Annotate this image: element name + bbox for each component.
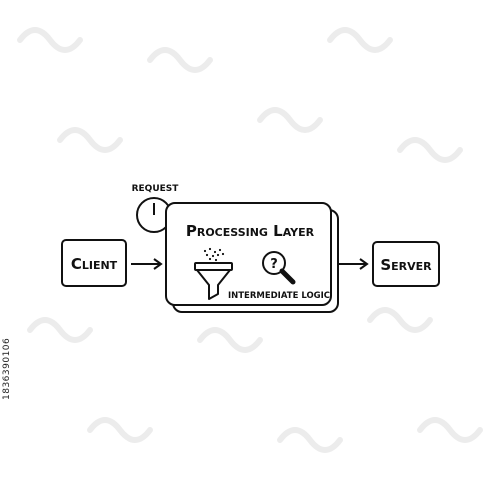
arrow-processing-to-server bbox=[338, 258, 369, 270]
server-node: Server bbox=[372, 241, 440, 287]
intermediate-logic-label: INTERMEDIATE LOGIC bbox=[228, 291, 330, 301]
processing-title: Processing Layer bbox=[186, 222, 315, 240]
magnifier-question-icon: ? bbox=[262, 251, 296, 285]
server-label: Server bbox=[380, 256, 432, 274]
arrow-client-to-processing bbox=[131, 258, 163, 270]
stock-image-id: 1836390106 bbox=[2, 337, 12, 400]
funnel-icon bbox=[194, 247, 233, 300]
client-node: Client bbox=[61, 239, 127, 287]
processing-layer-node: Processing Layer ? INTERMEDIATE LOGIC bbox=[165, 202, 339, 313]
client-label: Client bbox=[71, 255, 118, 273]
svg-text:?: ? bbox=[270, 257, 278, 272]
request-label: REQUEST bbox=[132, 184, 180, 194]
